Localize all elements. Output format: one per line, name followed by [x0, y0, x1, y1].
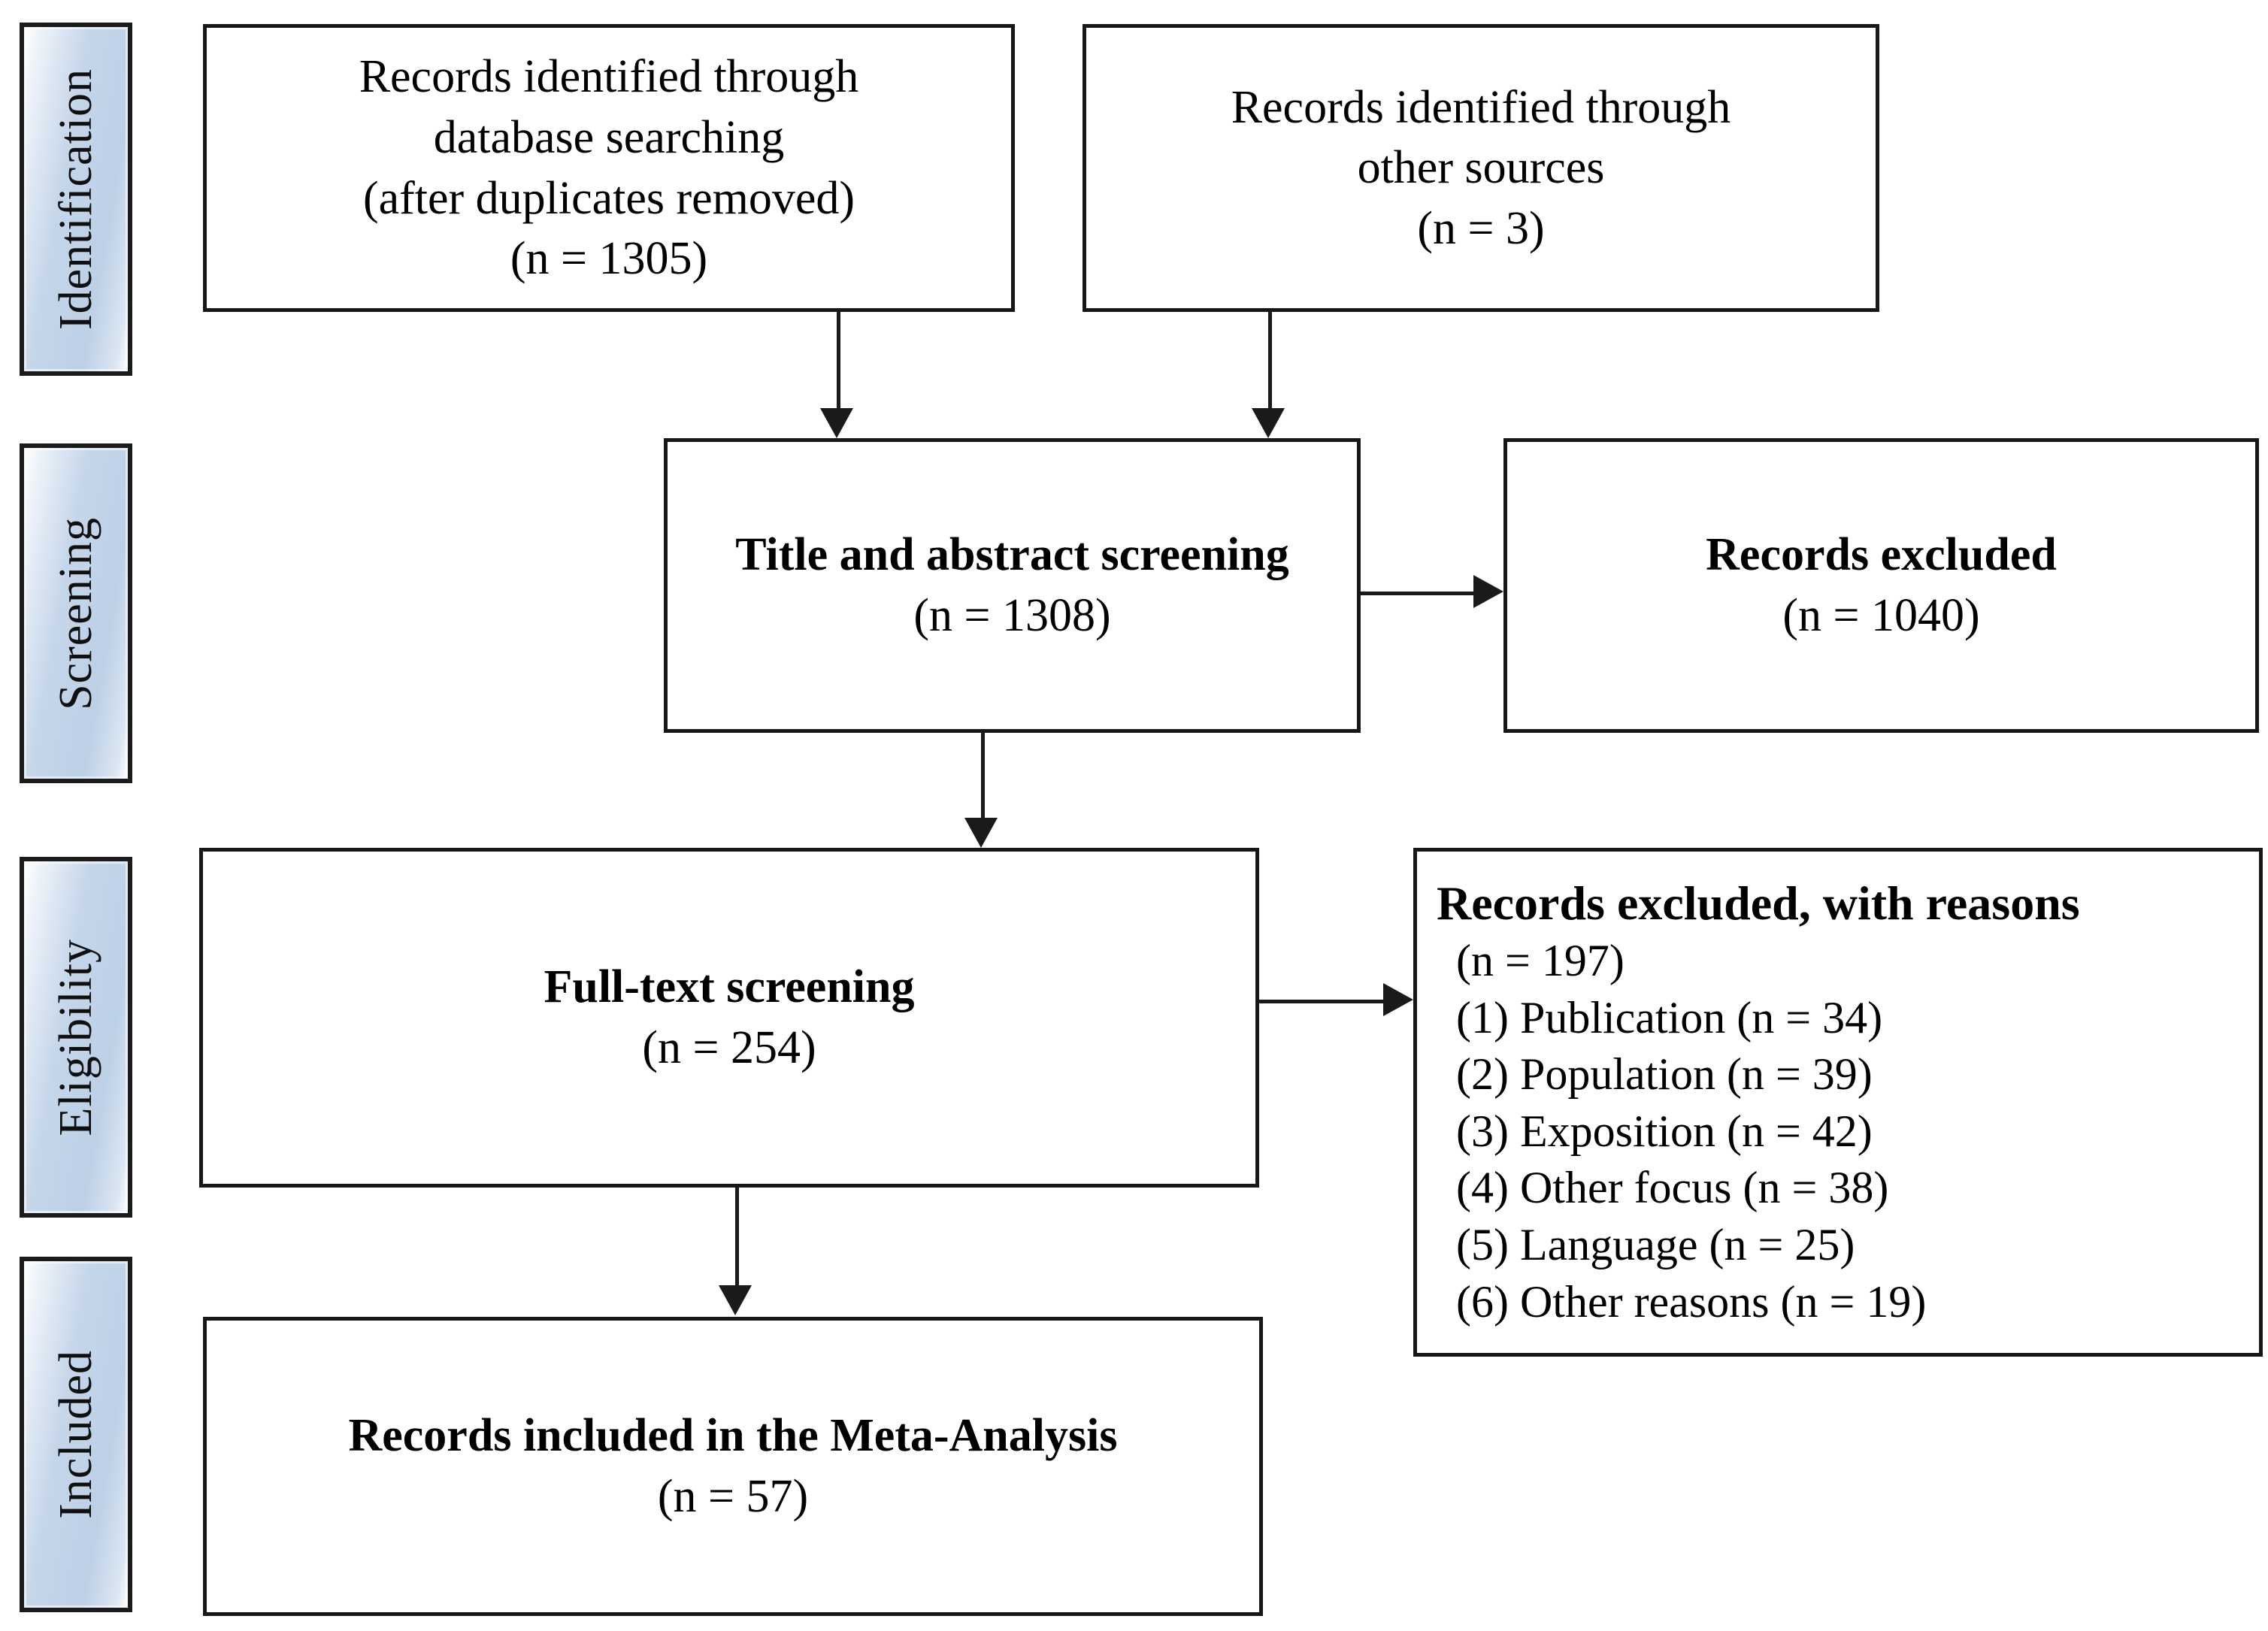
other-sources-count: (n = 3): [1417, 202, 1545, 254]
arrowhead-other-sources-to-screening: [1252, 408, 1285, 438]
records-excluded-reasons-block: Records excluded, with reasons (n = 197)…: [1417, 852, 2080, 1330]
node-full-text-screening: Full-text screening (n = 254): [199, 848, 1259, 1188]
connector-other-sources-to-screening: [1268, 312, 1272, 408]
db-search-count: (n = 1305): [510, 233, 708, 285]
reason-item-3: (3) Exposition (n = 42): [1456, 1106, 1873, 1156]
records-excluded-reasons-heading: Records excluded, with reasons: [1437, 876, 2080, 930]
records-included-heading: Records included in the Meta-Analysis: [348, 1410, 1118, 1462]
db-search-line-2: database searching: [433, 111, 785, 163]
reason-item-1: (1) Publication (n = 34): [1456, 992, 1883, 1042]
stage-tab-identification: Identification: [20, 23, 132, 376]
connector-screening-to-full-text: [981, 733, 985, 818]
node-records-excluded: Records excluded (n = 1040): [1503, 438, 2259, 733]
full-text-screening-count: (n = 254): [642, 1022, 816, 1073]
stage-tab-identification-label: Identification: [50, 68, 101, 330]
node-records-identified-other-sources: Records identified through other sources…: [1083, 24, 1879, 312]
reason-item-6: (6) Other reasons (n = 19): [1456, 1276, 1927, 1327]
node-records-excluded-with-reasons: Records excluded, with reasons (n = 197)…: [1413, 848, 2263, 1357]
arrowhead-full-text-to-excluded-reasons: [1383, 983, 1413, 1016]
node-title-abstract-screening: Title and abstract screening (n = 1308): [664, 438, 1361, 733]
other-sources-line-1: Records identified through: [1231, 81, 1731, 133]
full-text-screening-heading: Full-text screening: [544, 961, 915, 1013]
stage-tab-screening: Screening: [20, 443, 132, 783]
arrowhead-screening-to-full-text: [964, 818, 998, 848]
stage-tab-screening-label: Screening: [50, 516, 101, 710]
arrowhead-db-search-to-screening: [820, 408, 853, 438]
records-excluded-count: (n = 1040): [1782, 590, 1980, 641]
records-excluded-reasons-count: (n = 197): [1456, 936, 1625, 986]
arrowhead-screening-to-records-excluded: [1473, 575, 1503, 608]
node-records-identified-database: Records identified through database sear…: [203, 24, 1015, 312]
reason-item-5: (5) Language (n = 25): [1456, 1220, 1855, 1270]
connector-db-search-to-screening: [837, 312, 840, 408]
connector-full-text-to-excluded-reasons: [1259, 1000, 1383, 1003]
title-abstract-screening-heading: Title and abstract screening: [735, 529, 1289, 581]
connector-full-text-to-included: [735, 1188, 739, 1285]
reason-item-4: (4) Other focus (n = 38): [1456, 1163, 1889, 1213]
records-excluded-heading: Records excluded: [1706, 529, 2057, 581]
title-abstract-screening-count: (n = 1308): [913, 590, 1111, 641]
reason-item-2: (2) Population (n = 39): [1456, 1049, 1873, 1100]
stage-tab-included: Included: [20, 1257, 132, 1612]
other-sources-line-2: other sources: [1357, 142, 1605, 194]
connector-screening-to-records-excluded: [1361, 592, 1473, 595]
stage-tab-eligibility-label: Eligibility: [50, 938, 101, 1136]
records-included-count: (n = 57): [657, 1471, 809, 1522]
db-search-line-1: Records identified through: [359, 51, 859, 103]
node-records-included-meta-analysis: Records included in the Meta-Analysis (n…: [203, 1317, 1263, 1616]
db-search-line-3: (after duplicates removed): [362, 172, 855, 224]
stage-tab-eligibility: Eligibility: [20, 857, 132, 1218]
stage-tab-included-label: Included: [50, 1350, 101, 1519]
arrowhead-full-text-to-included: [719, 1285, 752, 1315]
